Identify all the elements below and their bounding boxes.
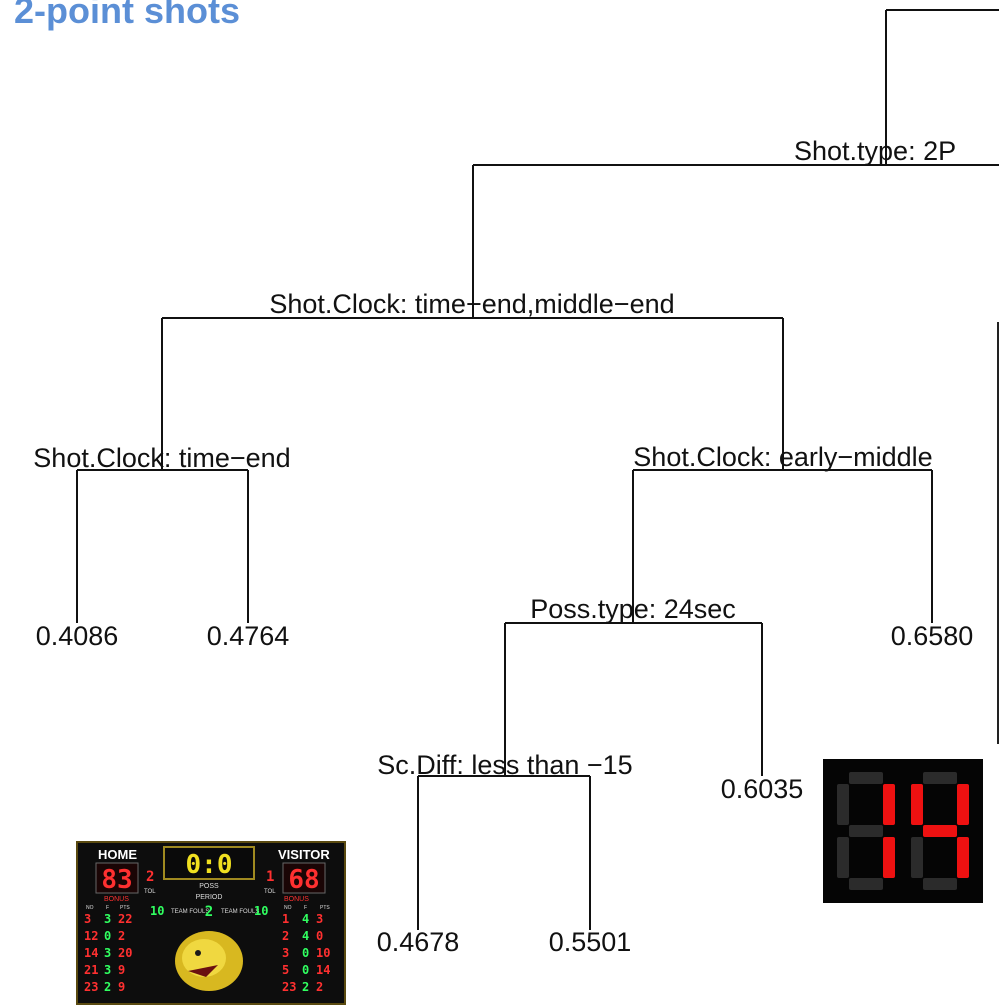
shot-clock-segment <box>957 784 969 825</box>
split-label-poss-type: Poss.type: 24sec <box>530 594 736 624</box>
scoreboard-home-tol: 2 <box>146 869 154 885</box>
visitor-player-stat-cell: 0 <box>302 963 309 977</box>
home-player-stat-cell: 9 <box>118 980 125 994</box>
visitor-player-stat-cell: 3 <box>282 946 289 960</box>
visitor-player-stat-cell: 2 <box>316 980 323 994</box>
home-player-stat-cell: 2 <box>104 980 111 994</box>
shot-clock-segment <box>849 825 883 837</box>
home-player-stat-cell: 3 <box>104 912 111 926</box>
scoreboard-visitor-team-fouls-label: TEAM FOULS <box>221 909 259 915</box>
visitor-player-stat-cell: 2 <box>302 980 309 994</box>
visitor-player-stat-cell: 5 <box>282 963 289 977</box>
visitor-player-stat-cell: 14 <box>316 963 330 977</box>
visitor-player-stat-cell: 4 <box>302 929 309 943</box>
home-player-stat-cell: 22 <box>118 912 132 926</box>
scoreboard-bonus-home: BONUS <box>104 896 129 903</box>
leaf-value: 0.4086 <box>36 621 119 651</box>
visitor-player-stat-cell: 0 <box>302 946 309 960</box>
leaf-value: 0.4678 <box>377 927 460 957</box>
scoreboard-home-col-no: NO <box>86 905 94 911</box>
scoreboard-visitor-score: 68 <box>288 865 319 895</box>
shot-clock-display <box>837 772 969 890</box>
home-player-stat-cell: 9 <box>118 963 125 977</box>
visitor-player-stat-cell: 10 <box>316 946 330 960</box>
split-label-score-difference: Sc.Diff: less than −15 <box>377 750 632 780</box>
visitor-player-stat-cell: 1 <box>282 912 289 926</box>
shot-clock-segment <box>837 784 849 825</box>
scoreboard-home-team-fouls-label: TEAM FOULS <box>171 909 209 915</box>
home-player-stat-cell: 3 <box>104 963 111 977</box>
scoreboard-home-fouls: 10 <box>150 904 164 918</box>
home-player-stat-cell: 14 <box>84 946 98 960</box>
tree-edge <box>504 622 763 776</box>
scoreboard-home-tol-label: TOL <box>144 889 156 895</box>
shot-clock-segment <box>849 878 883 890</box>
scoreboard-period-label: PERIOD <box>196 894 223 901</box>
shot-clock-photo <box>823 759 983 903</box>
visitor-player-stat-cell: 3 <box>316 912 323 926</box>
shot-clock-segment <box>837 837 849 878</box>
scoreboard-visitor-tol-label: TOL <box>264 889 276 895</box>
visitor-player-stat-cell: 23 <box>282 980 296 994</box>
scoreboard-home-col-pts: PTS <box>120 905 130 911</box>
scoreboard-visitor-col-no: NO <box>284 905 292 911</box>
home-player-stat-cell: 21 <box>84 963 98 977</box>
shot-clock-segment <box>883 837 895 878</box>
tree-edge <box>417 775 591 930</box>
scoreboard-home-score: 83 <box>101 865 132 895</box>
tree-edge <box>632 469 933 623</box>
scoreboard-period: 2 <box>205 904 213 920</box>
scoreboard-visitor-col-f: F <box>304 905 307 911</box>
scoreboard-visitor-label: VISITOR <box>278 847 330 862</box>
leaf-value: 0.6035 <box>721 774 804 804</box>
scoreboard-photo: HOME VISITOR 83 68 2 TOL 1 TOL 0:0 POSS … <box>76 841 346 1005</box>
visitor-player-stat-cell: 0 <box>316 929 323 943</box>
leaf-value: 0.4764 <box>207 621 290 651</box>
visitor-player-stat-cell: 2 <box>282 929 289 943</box>
shot-clock-segment <box>849 772 883 784</box>
tree-edge <box>885 9 999 165</box>
scoreboard-home-label: HOME <box>98 847 137 862</box>
home-player-stat-cell: 20 <box>118 946 132 960</box>
tree-edge <box>161 317 784 470</box>
shot-clock-segment <box>883 784 895 825</box>
home-player-stat-cell: 12 <box>84 929 98 943</box>
scoreboard-clock: 0:0 <box>186 850 233 880</box>
shot-clock-segment <box>923 772 957 784</box>
home-player-stat-cell: 23 <box>84 980 98 994</box>
split-label-shot-clock-early-middle: Shot.Clock: early−middle <box>633 442 932 472</box>
mascot-lion-logo <box>175 931 243 991</box>
scoreboard-graphic: HOME VISITOR 83 68 2 TOL 1 TOL 0:0 POSS … <box>78 843 344 1003</box>
leaf-value: 0.5501 <box>549 927 632 957</box>
cropped-image-edge <box>997 322 999 744</box>
page-title: 2-point shots <box>14 0 240 31</box>
split-label-shot-clock-time-middle-end: Shot.Clock: time−end,middle−end <box>269 289 674 319</box>
shot-clock-segment <box>923 878 957 890</box>
scoreboard-home-col-f: F <box>106 905 109 911</box>
scoreboard-poss-label: POSS <box>199 883 219 890</box>
shot-clock-segment <box>911 837 923 878</box>
visitor-player-stat-cell: 4 <box>302 912 309 926</box>
tree-edge <box>472 164 999 318</box>
shot-clock-segment <box>923 825 957 837</box>
leaf-value: 0.6580 <box>891 621 974 651</box>
tree-edge <box>76 469 249 623</box>
scoreboard-visitor-tol: 1 <box>266 869 274 885</box>
scoreboard-visitor-fouls: 10 <box>254 904 268 918</box>
home-player-stat-cell: 2 <box>118 929 125 943</box>
home-player-stat-cell: 3 <box>84 912 91 926</box>
shot-clock-segment <box>911 784 923 825</box>
scoreboard-bonus-visitor: BONUS <box>284 896 309 903</box>
scoreboard-visitor-col-pts: PTS <box>320 905 330 911</box>
split-label-shot-clock-time-end: Shot.Clock: time−end <box>33 443 290 473</box>
shot-clock-segment <box>957 837 969 878</box>
split-label-shot-type: Shot.type: 2P <box>794 136 956 166</box>
home-player-stat-cell: 0 <box>104 929 111 943</box>
home-player-stat-cell: 3 <box>104 946 111 960</box>
